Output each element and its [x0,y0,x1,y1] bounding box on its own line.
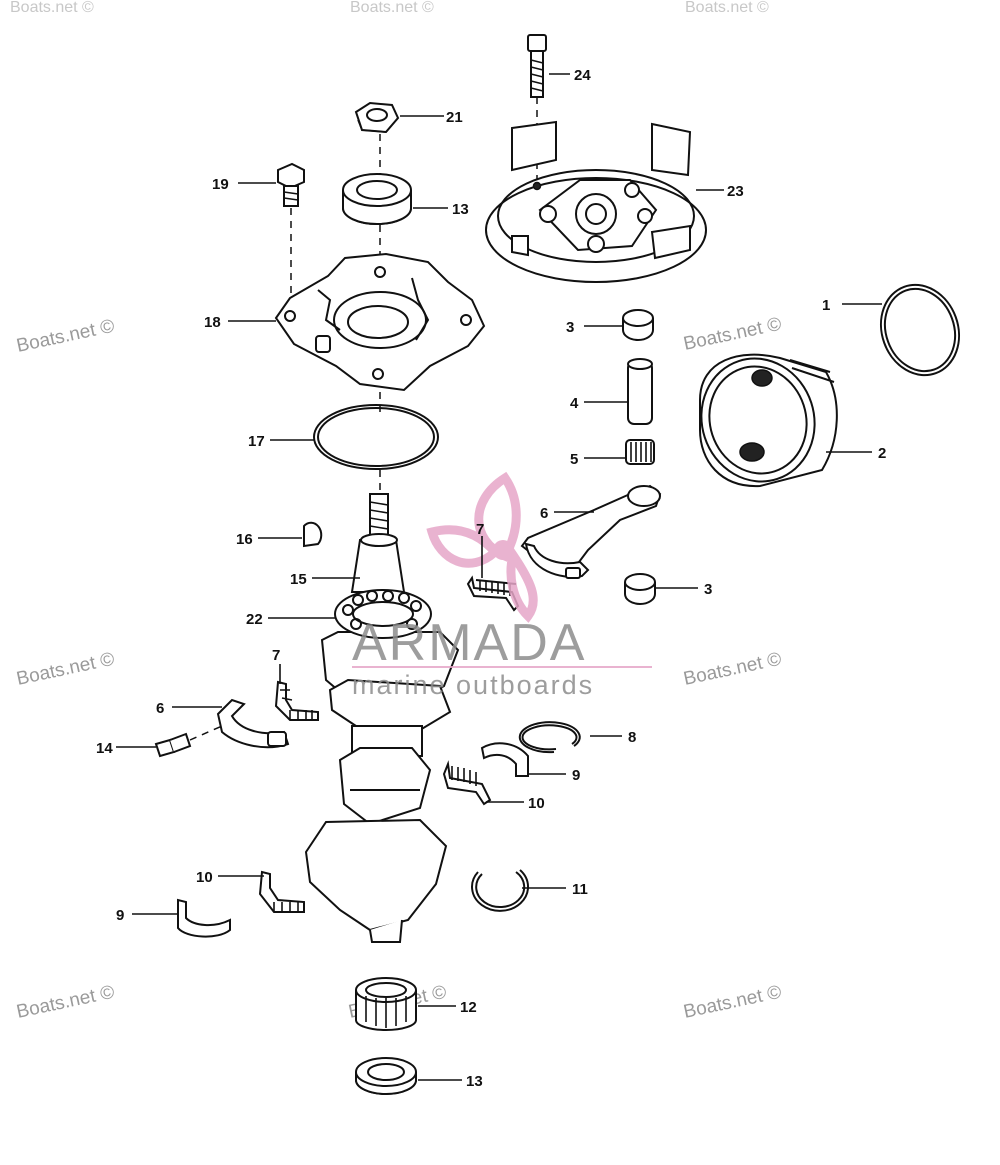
watermark-site-8: Boats.net © [682,982,784,1023]
watermark-site-top-left: Boats.net © [10,0,94,16]
part-15-crankshaft [304,493,460,943]
part-12-roller-bearing [355,977,417,1031]
watermark-site-top-mid: Boats.net © [350,0,434,16]
watermark-site-4: Boats.net © [15,649,117,690]
part-16-woodruff-key [303,521,323,548]
callout-19: 19 [212,176,229,193]
callout-10-left: 10 [196,869,213,886]
part-22-bearing [334,589,432,639]
part-10-bearing-cage-left [258,870,305,913]
callout-23: 23 [727,183,744,200]
callout-7-lower: 7 [272,647,280,664]
part-5-needle-bearing [625,439,655,465]
callout-9-right: 9 [572,767,580,784]
callout-11: 11 [572,881,588,898]
callout-9-left: 9 [116,907,124,924]
callout-13-lower: 13 [466,1073,483,1090]
callout-14: 14 [96,740,113,757]
callout-labels: 24 21 13 19 18 23 1 2 3 4 5 6 3 7 16 17 … [96,67,886,1090]
callout-1: 1 [822,297,830,314]
callout-2: 2 [878,445,886,462]
brand-watermark-text: ARMADA [352,614,586,672]
callout-15: 15 [290,571,307,588]
armada-logo: ARMADA marine outboards [352,471,652,700]
leader-lines [116,73,882,1081]
propeller-logo-icon [426,471,538,623]
part-9-bearing-race-left [177,898,231,938]
part-1-piston-ring [879,283,961,377]
part-18-end-cap [274,252,486,412]
watermark-site-6: Boats.net © [15,982,117,1023]
part-13-seal-upper [342,173,412,292]
part-6-rod-cap [216,698,290,749]
callout-4: 4 [570,395,579,412]
watermark-site-top-right: Boats.net © [685,0,769,16]
callout-22: 22 [246,611,263,628]
callout-16: 16 [236,531,253,548]
part-9-bearing-race-right [480,742,529,777]
callout-13-upper: 13 [452,201,469,218]
part-24-screw [527,34,547,180]
watermark-site-1: Boats.net © [15,316,117,357]
part-3-bearing-cap-upper [622,309,654,341]
part-11-retaining-ring [471,869,530,912]
part-21-nut [354,101,400,178]
tagline-watermark-text: marine outboards [352,670,594,700]
callout-5: 5 [570,451,578,468]
part-8-retaining-ring [518,721,581,754]
callout-17: 17 [248,433,265,450]
watermark-site-3: Boats.net © [682,314,784,355]
part-3-bearing-cap-lower [624,573,656,605]
part-19-bolt [277,162,305,300]
callout-8: 8 [628,729,636,746]
callout-6-upper: 6 [540,505,548,522]
part-14-screw [154,725,223,758]
part-4-piston-pin [627,358,653,425]
callout-3-lower: 3 [704,581,712,598]
callout-3-upper: 3 [566,319,574,336]
callout-10-right: 10 [528,795,545,812]
part-7-bearing-cage-lower [274,680,319,721]
part-10-bearing-cage-right [442,760,492,806]
watermark-site-5: Boats.net © [682,649,784,690]
part-13-seal-lower [355,1057,417,1095]
part-17-o-ring [313,404,439,492]
callout-12: 12 [460,999,477,1016]
callout-18: 18 [204,314,221,331]
callout-21: 21 [446,109,463,126]
part-23-stator-plate [485,120,707,283]
callout-6-lower: 6 [156,700,164,717]
callout-7-upper: 7 [476,521,484,538]
callout-24: 24 [574,67,591,84]
part-6-connecting-rod [520,484,662,579]
part-2-piston [699,353,838,488]
